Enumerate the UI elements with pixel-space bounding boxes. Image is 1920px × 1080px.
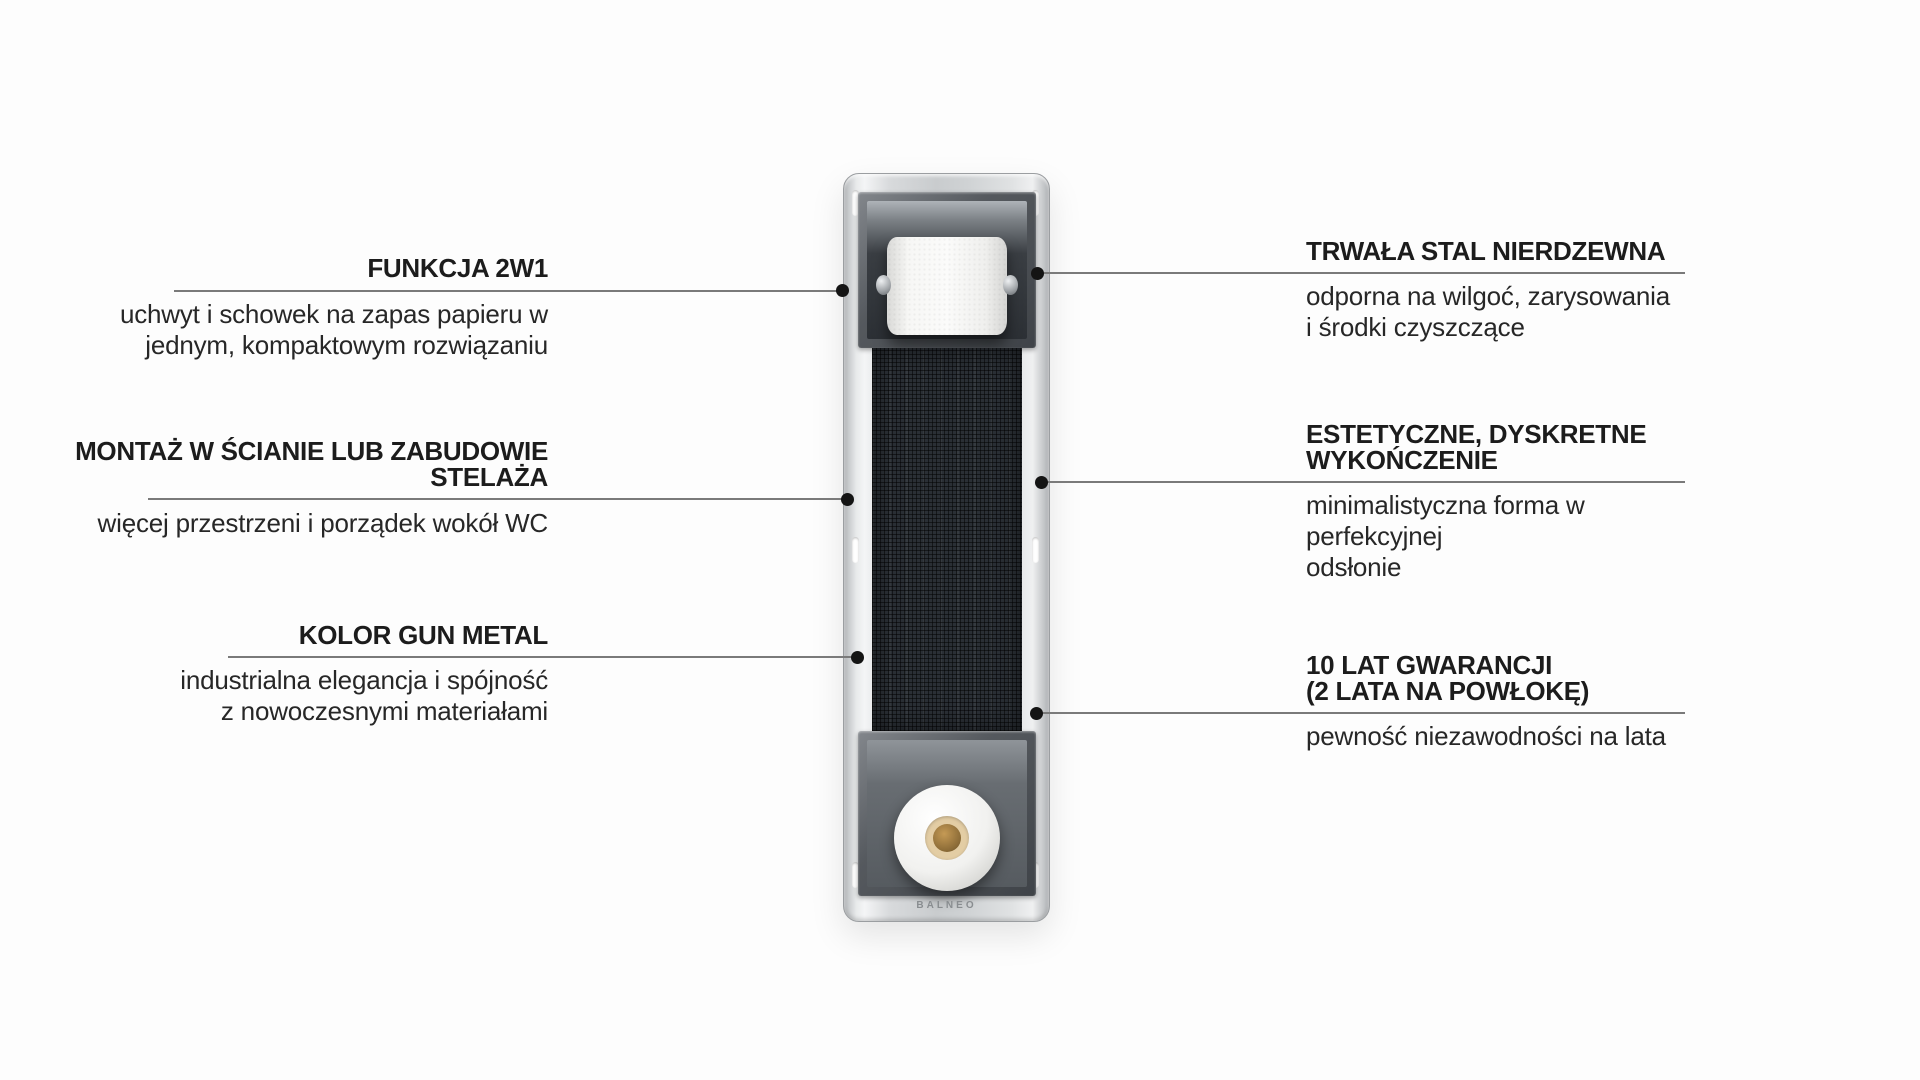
storage-recess: [858, 731, 1036, 896]
connector-line: [1038, 272, 1685, 274]
callout-wykonczenie: ESTETYCZNE, DYSKRETNE WYKOŃCZENIE: [1306, 421, 1726, 473]
connector-dot: [1035, 476, 1048, 489]
mounting-slot: [852, 537, 859, 563]
recess-cavity: [867, 740, 1027, 891]
connector-dot: [836, 284, 849, 297]
mounting-slot: [1032, 537, 1039, 563]
callout-stal-nierdzewna: TRWAŁA STAL NIERDZEWNA: [1306, 238, 1726, 264]
callout-title: FUNKCJA 2W1: [367, 253, 548, 283]
knurled-panel: [872, 348, 1022, 731]
callout-kolor-gun-metal: KOLOR GUN METAL: [48, 620, 549, 650]
callout-body: minimalistyczna forma w perfekcyjnej ods…: [1306, 490, 1585, 582]
callout-body: industrialna elegancja i spójność z nowo…: [180, 665, 548, 726]
roll-spindle: [876, 275, 891, 295]
product-image: BALNEO: [843, 173, 1050, 922]
recess-cavity: [867, 201, 1027, 339]
callout-montaz: MONTAŻ W ŚCIANIE LUB ZABUDOWIE STELAŻA: [48, 438, 548, 490]
mounting-slot: [852, 862, 859, 888]
callout-funkcja-2w1: FUNKCJA 2W1: [48, 255, 548, 281]
callout-body: pewność niezawodności na lata: [1306, 721, 1666, 751]
connector-line: [1042, 481, 1685, 483]
callout-gwarancja-body: pewność niezawodności na lata: [1306, 721, 1726, 752]
connector-dot: [841, 493, 854, 506]
callout-body: uchwyt i schowek na zapas papieru w jedn…: [119, 299, 548, 360]
callout-funkcja-2w1-body: uchwyt i schowek na zapas papieru w jedn…: [48, 299, 548, 361]
callout-body: odporna na wilgoć, zarysowania i środki …: [1306, 281, 1670, 342]
connector-dot: [851, 651, 864, 664]
callout-body: więcej przestrzeni i porządek wokół WC: [97, 508, 549, 538]
roll-core: [925, 816, 969, 860]
connector-dot: [1031, 267, 1044, 280]
mounting-slot: [852, 190, 859, 216]
roll-spindle: [1003, 275, 1018, 295]
callout-title: ESTETYCZNE, DYSKRETNE WYKOŃCZENIE: [1306, 419, 1647, 475]
paper-holder-recess: [858, 192, 1036, 348]
callout-title: 10 LAT GWARANCJI (2 LATA NA POWŁOKĘ): [1306, 650, 1590, 706]
callout-wykonczenie-body: minimalistyczna forma w perfekcyjnej ods…: [1306, 490, 1726, 583]
callout-montaz-body: więcej przestrzeni i porządek wokół WC: [48, 508, 549, 539]
connector-line: [174, 290, 843, 292]
toilet-paper-roll: [876, 237, 1018, 335]
spare-roll-top: [894, 785, 1000, 891]
connector-line: [148, 498, 848, 500]
brand-logo-text: BALNEO: [916, 900, 977, 911]
callout-kolor-body: industrialna elegancja i spójność z nowo…: [48, 665, 548, 727]
callout-stal-body: odporna na wilgoć, zarysowania i środki …: [1306, 281, 1726, 343]
connector-dot: [1030, 707, 1043, 720]
callout-title: MONTAŻ W ŚCIANIE LUB ZABUDOWIE STELAŻA: [75, 436, 548, 492]
callout-title: TRWAŁA STAL NIERDZEWNA: [1306, 236, 1666, 266]
connector-line: [1037, 712, 1685, 714]
callout-gwarancja: 10 LAT GWARANCJI (2 LATA NA POWŁOKĘ): [1306, 652, 1726, 704]
callout-title: KOLOR GUN METAL: [298, 620, 549, 650]
roll-core-hole: [933, 824, 961, 852]
connector-line: [228, 656, 858, 658]
